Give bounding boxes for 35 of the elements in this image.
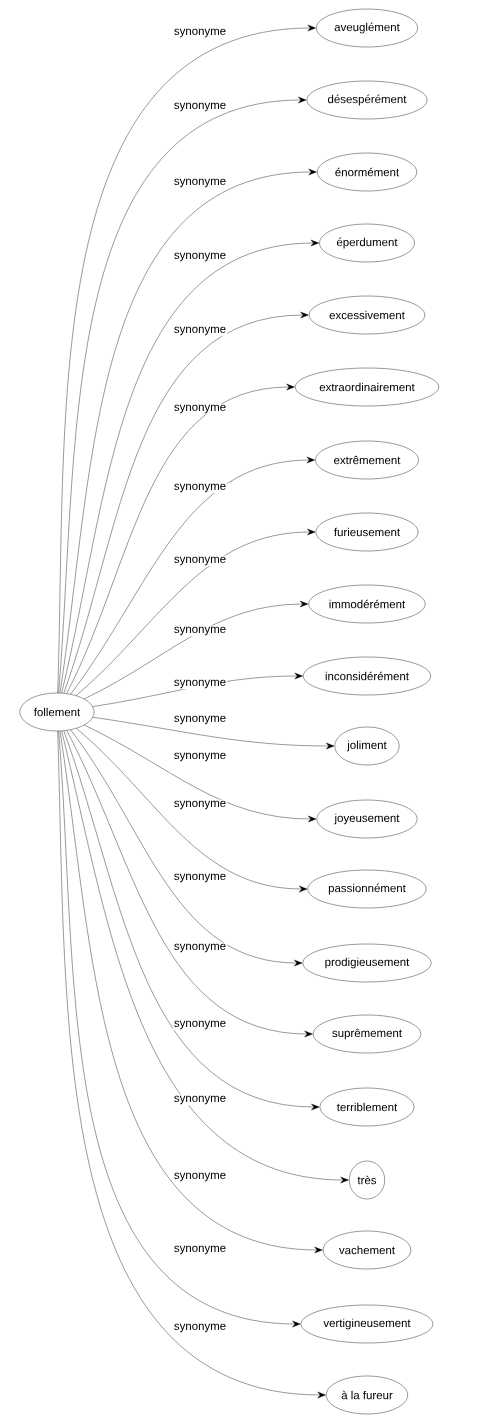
arrow	[84, 724, 317, 823]
arrow	[58, 731, 301, 1328]
edge-label: synonyme	[172, 482, 228, 494]
arrow	[76, 728, 308, 893]
arrow	[92, 717, 335, 750]
edge-label: synonyme	[172, 177, 228, 189]
edge-label: synonyme	[172, 1322, 228, 1334]
edge-label: synonyme	[172, 101, 228, 113]
arrow	[76, 528, 316, 696]
arrow	[61, 730, 349, 1184]
edge-label: synonyme	[172, 799, 228, 811]
arrow	[63, 730, 320, 1111]
edge-label: synonyme	[172, 403, 228, 415]
arrow	[66, 383, 295, 694]
arrow	[66, 730, 313, 1038]
edge-label: synonyme	[172, 1019, 228, 1031]
edge-label: synonyme	[172, 1171, 228, 1183]
edge-label: synonyme	[172, 27, 228, 39]
arrow	[70, 729, 303, 967]
edge-label: synonyme	[172, 751, 228, 763]
arrow	[63, 311, 309, 694]
edge-label: synonyme	[172, 942, 228, 954]
edge-label: synonyme	[172, 678, 228, 690]
edge-label: synonyme	[172, 625, 228, 637]
arrow	[84, 600, 309, 700]
edge-label: synonyme	[172, 1244, 228, 1256]
edge-label: synonyme	[172, 555, 228, 567]
edge-label: synonyme	[172, 714, 228, 726]
edge-label: synonyme	[172, 251, 228, 263]
arrow	[59, 730, 323, 1254]
edge-label: synonyme	[172, 325, 228, 337]
arrow	[70, 456, 315, 695]
arrow	[57, 731, 326, 1399]
edge-label: synonyme	[172, 872, 228, 884]
edge-label: synonyme	[172, 1094, 228, 1106]
